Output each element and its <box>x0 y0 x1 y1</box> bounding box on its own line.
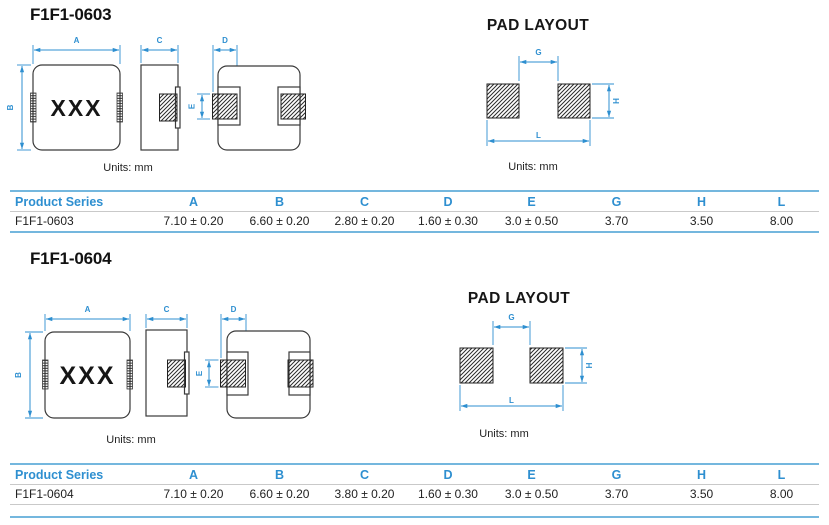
dim-label-h: H <box>612 98 621 104</box>
dim-label-g: G <box>508 313 514 322</box>
dim-label-l: L <box>509 396 514 405</box>
solder-pad-left <box>486 83 520 119</box>
table-header-row: Product Series A B C D E G H L <box>10 464 819 485</box>
solder-pad-right <box>529 347 564 384</box>
terminal-pad-left <box>220 359 246 388</box>
dim-label-a: A <box>85 305 91 314</box>
cell-product-series: F1F1-0604 <box>15 487 74 501</box>
dim-label-b: B <box>14 372 23 378</box>
front-view: A B XXX <box>14 305 133 419</box>
col-header-e: E <box>489 191 574 212</box>
pad-layout-title-0604: PAD LAYOUT <box>467 290 571 307</box>
bottom-view: D E <box>195 305 314 419</box>
table-header-row: Product Series A B C D E G H L <box>10 191 819 212</box>
table-row: F1F1-0603 7.10 ± 0.20 6.60 ± 0.20 2.80 ±… <box>10 212 819 233</box>
col-header-g: G <box>574 191 659 212</box>
dim-label-b: B <box>6 104 15 110</box>
dim-label-c: C <box>157 36 163 45</box>
col-header-c: C <box>322 191 407 212</box>
col-header-d: D <box>407 191 489 212</box>
part-marking: XXX <box>50 95 102 121</box>
terminal-rib-right <box>116 92 123 123</box>
pad-layout-title-0603: PAD LAYOUT <box>486 17 590 34</box>
units-label-pad-0603: Units: mm <box>508 161 558 173</box>
terminal-pad <box>167 359 186 388</box>
col-header-a: A <box>150 191 237 212</box>
cell-e: 3.0 ± 0.50 <box>504 214 559 228</box>
dim-label-g: G <box>535 48 541 57</box>
col-header-g: G <box>574 464 659 485</box>
part-marking: XXX <box>59 362 115 390</box>
cell-g: 3.70 <box>604 487 629 501</box>
pad-layout-drawing: G H L <box>486 48 621 146</box>
cell-b: 6.60 ± 0.20 <box>249 487 310 501</box>
dim-label-d: D <box>231 305 237 314</box>
table-row: F1F1-0604 7.10 ± 0.20 6.60 ± 0.20 3.80 ±… <box>10 485 819 505</box>
side-view: C <box>145 305 190 417</box>
spec-table-0604: Product Series A B C D E G H L F1F1-0604… <box>10 463 819 505</box>
col-header-e: E <box>489 464 574 485</box>
dim-label-e: E <box>188 103 197 109</box>
cell-g: 3.70 <box>604 214 629 228</box>
dimension-drawing-0603: A B XXX C D <box>6 36 621 151</box>
col-header-a: A <box>150 464 237 485</box>
col-header-l: L <box>744 464 819 485</box>
cell-product-series: F1F1-0603 <box>15 214 74 228</box>
cell-l: 8.00 <box>769 214 794 228</box>
cell-l: 8.00 <box>769 487 794 501</box>
units-label-drawing-0604: Units: mm <box>106 434 156 446</box>
cell-d: 1.60 ± 0.30 <box>418 487 478 501</box>
col-header-b: B <box>237 464 322 485</box>
units-label-pad-0604: Units: mm <box>479 428 529 440</box>
col-header-l: L <box>744 191 819 212</box>
terminal-pad <box>159 93 178 122</box>
col-header-c: C <box>322 464 407 485</box>
terminal-pad-right <box>280 93 306 120</box>
dim-label-h: H <box>585 362 594 368</box>
dimension-drawing-0604: A B XXX C D <box>14 305 594 419</box>
cell-b: 6.60 ± 0.20 <box>249 214 310 228</box>
cell-c: 3.80 ± 0.20 <box>334 487 395 501</box>
pad-layout-drawing: G H L <box>459 313 594 411</box>
cell-h: 3.50 <box>689 214 714 228</box>
section-title-0603: F1F1-0603 <box>30 5 112 24</box>
cell-c: 2.80 ± 0.20 <box>334 214 395 228</box>
terminal-rib-left <box>42 359 49 390</box>
solder-pad-right <box>557 83 591 119</box>
cell-d: 1.60 ± 0.30 <box>418 214 478 228</box>
cell-h: 3.50 <box>689 487 714 501</box>
terminal-pad-left <box>212 93 238 120</box>
col-header-h: H <box>659 464 744 485</box>
dim-label-a: A <box>74 36 80 45</box>
units-label-drawing-0603: Units: mm <box>103 162 153 174</box>
cell-a: 7.10 ± 0.20 <box>163 214 224 228</box>
col-header-d: D <box>407 464 489 485</box>
dim-label-l: L <box>536 131 541 140</box>
dim-label-d: D <box>222 36 228 45</box>
col-header-product-series: Product Series <box>10 464 150 485</box>
front-view: A B XXX <box>6 36 123 151</box>
cell-a: 7.10 ± 0.20 <box>163 487 224 501</box>
dim-label-c: C <box>164 305 170 314</box>
side-view: C <box>140 36 181 151</box>
col-header-product-series: Product Series <box>10 191 150 212</box>
terminal-pad-right <box>287 359 314 388</box>
dim-label-e: E <box>195 370 204 376</box>
section-title-0604: F1F1-0604 <box>30 249 112 268</box>
spec-table-0603: Product Series A B C D E G H L F1F1-0603… <box>10 190 819 233</box>
page-divider <box>10 516 819 518</box>
cell-e: 3.0 ± 0.50 <box>504 487 559 501</box>
col-header-h: H <box>659 191 744 212</box>
terminal-rib-right <box>126 359 133 390</box>
bottom-view: D E <box>188 36 306 151</box>
col-header-b: B <box>237 191 322 212</box>
terminal-rib-left <box>30 92 37 123</box>
solder-pad-left <box>459 347 494 384</box>
